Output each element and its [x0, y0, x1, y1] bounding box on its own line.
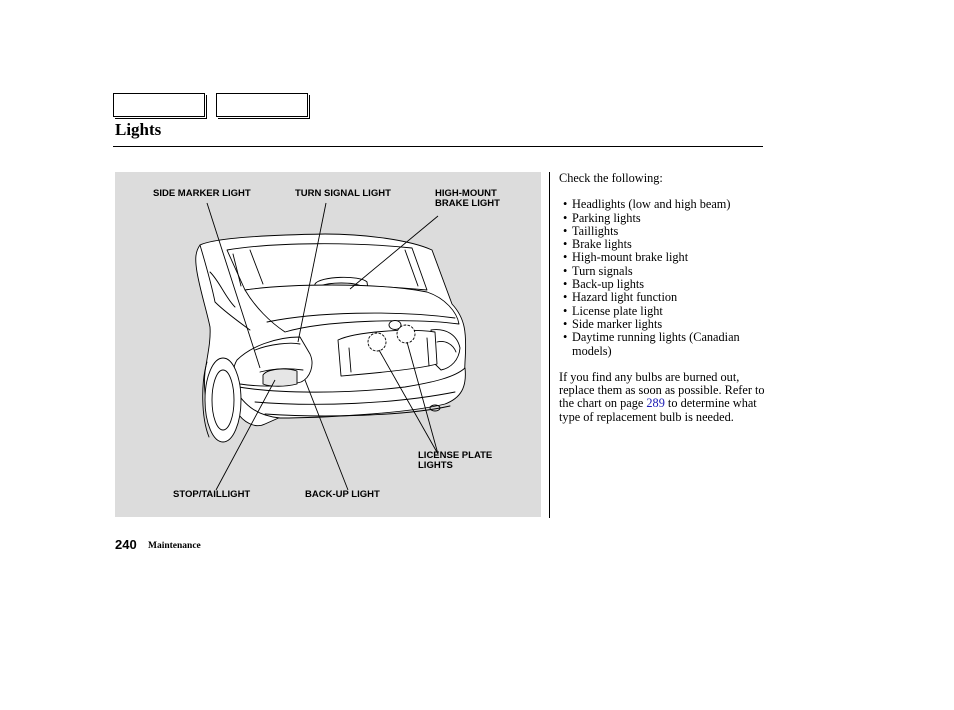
list-item: Daytime running lights (Canadian models)	[559, 331, 769, 358]
list-item: Side marker lights	[559, 317, 769, 331]
car-rear-drawing	[195, 202, 467, 491]
callout-side-marker-light: SIDE MARKER LIGHT	[153, 188, 251, 199]
previous-page-button[interactable]	[113, 93, 207, 119]
callout-license-line-2: LIGHTS	[418, 460, 453, 471]
page-title: Lights	[115, 120, 162, 139]
column-divider	[549, 172, 550, 518]
title-divider	[113, 146, 763, 147]
replacement-paragraph: If you find any bulbs are burned out, re…	[559, 369, 769, 424]
car-rear-lights-illustration: SIDE MARKER LIGHT TURN SIGNAL LIGHT HIGH…	[115, 172, 541, 517]
list-item: High-mount brake light	[559, 251, 769, 265]
intro-text: Check the following:	[559, 171, 663, 185]
next-page-button[interactable]	[216, 93, 310, 119]
list-item: Hazard light function	[559, 291, 769, 305]
list-item: Taillights	[559, 224, 769, 238]
list-item: License plate light	[559, 304, 769, 318]
body-text: Check the following: Headlights (low and…	[559, 171, 769, 424]
callout-license-line-1: LICENSE PLATE	[418, 450, 493, 461]
paragraph-text-start: If you find any bulbs are burned out, re…	[559, 369, 765, 411]
list-item: Back-up lights	[559, 277, 769, 291]
paragraph-text-end: to determine what type of replacement bu…	[559, 396, 757, 424]
callout-back-up-light: BACK-UP LIGHT	[305, 489, 380, 500]
list-item: Brake lights	[559, 237, 769, 251]
callout-license-plate-lights: LICENSE PLATE LIGHTS	[418, 451, 492, 471]
callout-high-mount-line-1: HIGH-MOUNT	[435, 188, 497, 199]
callout-stop-taillight: STOP/TAILLIGHT	[173, 489, 251, 500]
list-item: Headlights (low and high beam)	[559, 197, 769, 211]
list-item: Parking lights	[559, 211, 769, 225]
check-list: Headlights (low and high beam) Parking l…	[559, 197, 769, 358]
page-number: 240	[115, 537, 137, 552]
callout-turn-signal-light: TURN SIGNAL LIGHT	[295, 188, 391, 199]
list-item: Turn signals	[559, 264, 769, 278]
page-289-link[interactable]: 289	[646, 396, 665, 411]
callout-high-mount-brake-light: HIGH-MOUNT BRAKE LIGHT	[435, 189, 500, 209]
section-name: Maintenance	[148, 541, 201, 551]
callout-high-mount-line-2: BRAKE LIGHT	[435, 198, 500, 209]
